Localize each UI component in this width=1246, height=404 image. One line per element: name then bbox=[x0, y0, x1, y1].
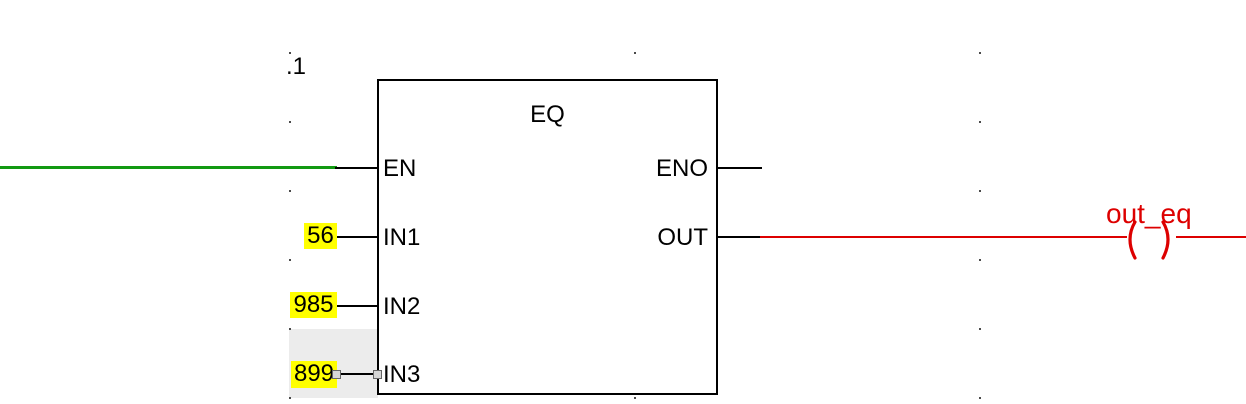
eq-function-block[interactable]: EQ EN IN1 IN2 IN3 ENO OUT bbox=[377, 79, 718, 395]
pin-label-out: OUT bbox=[657, 224, 708, 251]
grid-dot bbox=[979, 259, 981, 261]
grid-dot bbox=[289, 259, 291, 261]
in3-wire-right-handle[interactable] bbox=[373, 370, 382, 379]
pin-label-eno: ENO bbox=[655, 155, 708, 182]
block-title: EQ bbox=[530, 101, 565, 128]
grid-dot bbox=[289, 397, 291, 399]
coil-right-paren bbox=[1161, 220, 1170, 260]
grid-dot bbox=[289, 121, 291, 123]
grid-dot bbox=[979, 328, 981, 330]
in3-operand-value[interactable]: 899 bbox=[291, 361, 337, 388]
pin-label-in3: IN3 bbox=[383, 361, 421, 388]
grid-dot bbox=[979, 397, 981, 399]
in3-wire-left-handle[interactable] bbox=[332, 370, 341, 379]
eno-pin-stub-wire[interactable] bbox=[718, 167, 762, 169]
pin-label-in2: IN2 bbox=[383, 293, 421, 320]
coil-operand-label[interactable]: out_eq bbox=[1106, 198, 1192, 229]
grid-dot bbox=[979, 121, 981, 123]
grid-dot bbox=[634, 52, 636, 54]
grid-dot bbox=[634, 397, 636, 399]
out-wire-left-segment[interactable] bbox=[760, 236, 1127, 238]
in2-operand-value[interactable]: 985 bbox=[290, 292, 337, 318]
grid-dot bbox=[979, 190, 981, 192]
in1-operand-value[interactable]: 56 bbox=[304, 223, 337, 249]
in1-pin-wire[interactable] bbox=[337, 236, 377, 238]
en-pin-stub-wire[interactable] bbox=[335, 167, 377, 169]
coil-left-paren bbox=[1128, 220, 1137, 260]
in3-pin-wire[interactable] bbox=[336, 373, 377, 375]
grid-dot bbox=[979, 52, 981, 54]
pin-label-en: EN bbox=[383, 155, 417, 182]
grid-dot bbox=[289, 190, 291, 192]
pin-label-in1: IN1 bbox=[383, 224, 421, 251]
network-label: .1 bbox=[286, 53, 307, 80]
output-coil[interactable] bbox=[1116, 214, 1182, 266]
out-pin-stub-wire[interactable] bbox=[718, 236, 760, 238]
in2-pin-wire[interactable] bbox=[337, 305, 377, 307]
grid-dot bbox=[289, 52, 291, 54]
out-wire-right-segment[interactable] bbox=[1176, 236, 1246, 238]
en-power-wire[interactable] bbox=[0, 166, 337, 169]
grid-dot bbox=[289, 328, 291, 330]
